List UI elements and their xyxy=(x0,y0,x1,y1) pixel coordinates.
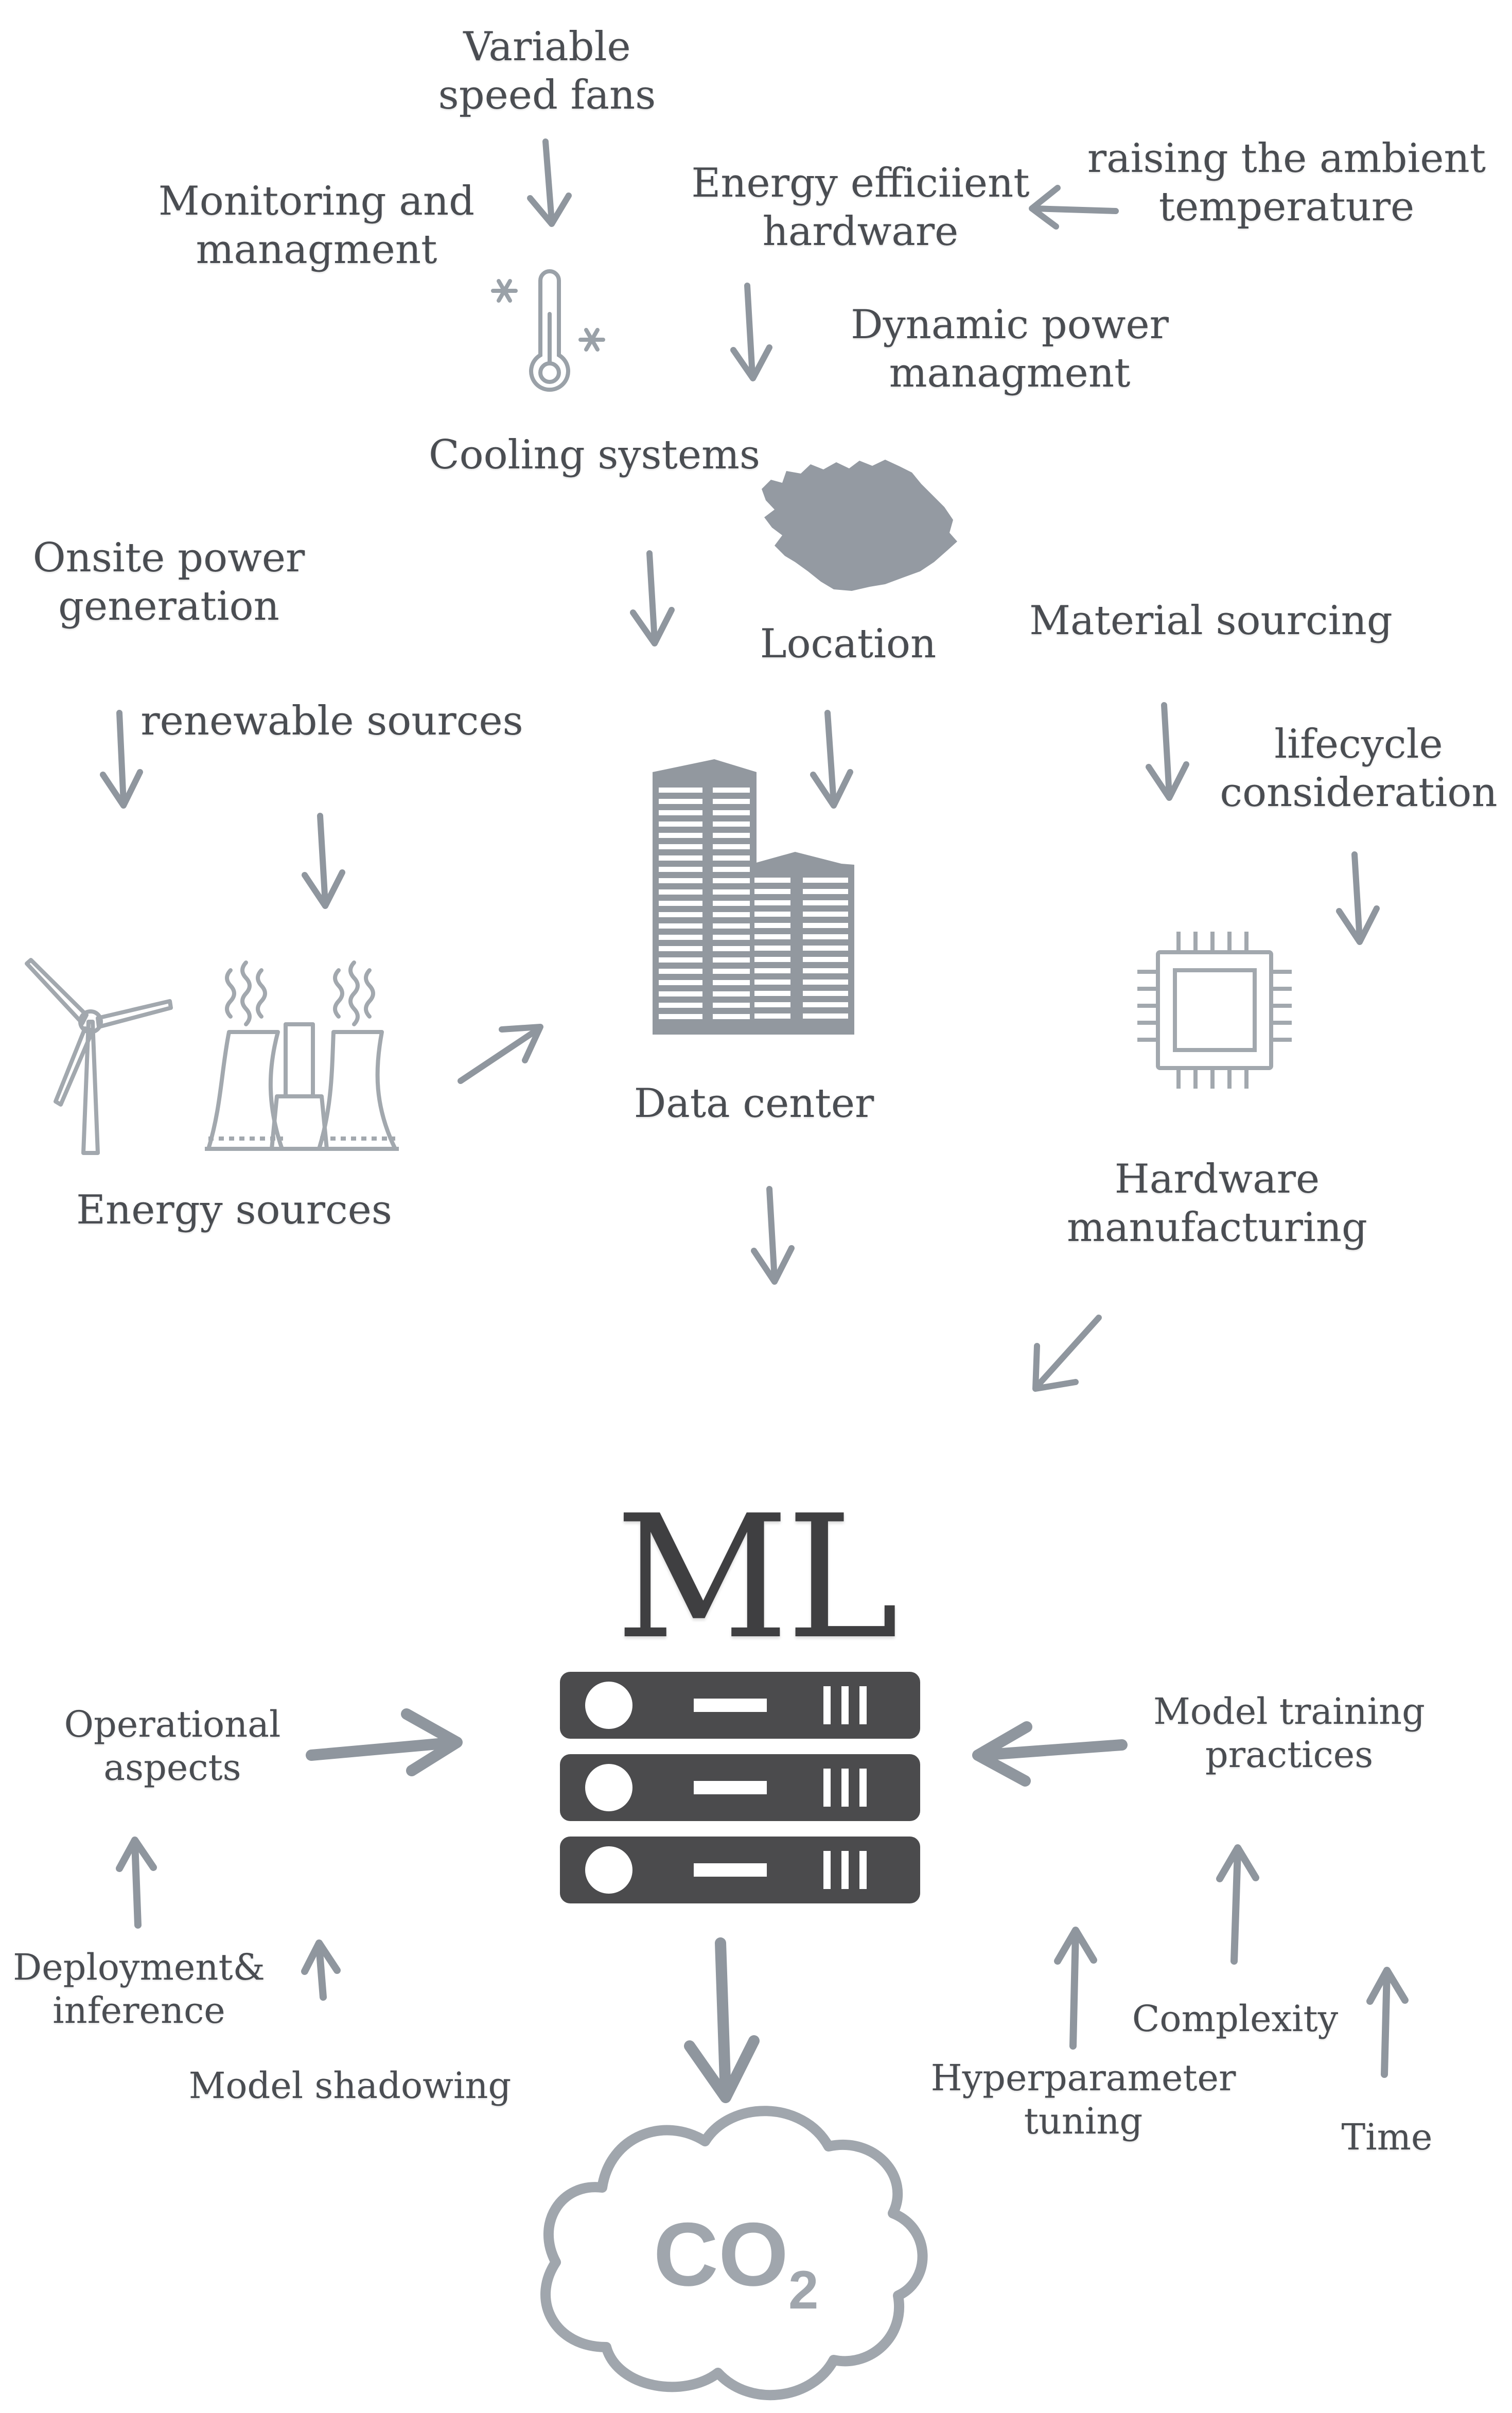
arrow-hyper-up xyxy=(1054,1927,1097,2050)
arrow-onsite-down xyxy=(100,710,143,809)
snowflake-icon xyxy=(493,281,516,301)
co2-text: CO2 xyxy=(654,2205,819,2320)
ml-title: ML xyxy=(615,1479,899,1676)
arrow-fans-to-cooling xyxy=(527,138,572,227)
label-location: Location xyxy=(760,621,937,667)
arrow-renewable-down xyxy=(302,813,345,909)
snowflake-icon xyxy=(581,330,603,349)
arrow-deployment-up xyxy=(116,1837,157,1929)
iceland-map-icon xyxy=(762,460,957,591)
server-rack-icon xyxy=(560,1672,920,1903)
arrow-material-down xyxy=(1146,702,1189,801)
label-time: Time xyxy=(1341,2116,1433,2158)
arrow-location-down xyxy=(810,710,853,809)
label-deployment-inference: Deployment&inference xyxy=(13,1946,265,2032)
label-model-shadowing: Model shadowing xyxy=(188,2065,512,2107)
cpu-chip-icon xyxy=(1137,932,1292,1089)
label-renewable-sources: renewable sources xyxy=(140,698,523,744)
wind-turbine-icon xyxy=(25,958,173,1155)
label-complexity: Complexity xyxy=(1132,1998,1339,2040)
label-energy-sources: Energy sources xyxy=(76,1187,392,1233)
co2-cloud-icon xyxy=(540,2106,928,2401)
arrow-time-up xyxy=(1366,1967,1409,2078)
data-center-buildings-icon xyxy=(653,759,854,1035)
arrow-complexity-up xyxy=(1216,1844,1259,1965)
arrow-hardware-to-ml xyxy=(1032,1315,1102,1392)
arrow-energy-to-datacenter xyxy=(458,1024,543,1084)
arrow-shadowing-up xyxy=(301,1939,341,2001)
arrow-temp-to-hardware xyxy=(1029,185,1119,230)
label-material-sourcing: Material sourcing xyxy=(1029,598,1393,644)
power-plant-icon xyxy=(205,960,399,1151)
label-data-center: Data center xyxy=(634,1080,874,1127)
arrow-operational-to-ml xyxy=(306,1708,463,1776)
arrow-hardware-down xyxy=(730,283,772,381)
label-cooling-systems: Cooling systems xyxy=(428,432,761,478)
arrow-training-to-ml xyxy=(972,1721,1128,1787)
arrow-lifecycle-down xyxy=(1336,851,1380,945)
arrow-ml-to-co2 xyxy=(684,1937,760,2103)
arrow-cooling-to-datacenter xyxy=(630,550,675,646)
arrow-datacenter-down xyxy=(751,1186,795,1285)
thermometer-icon xyxy=(493,269,603,392)
